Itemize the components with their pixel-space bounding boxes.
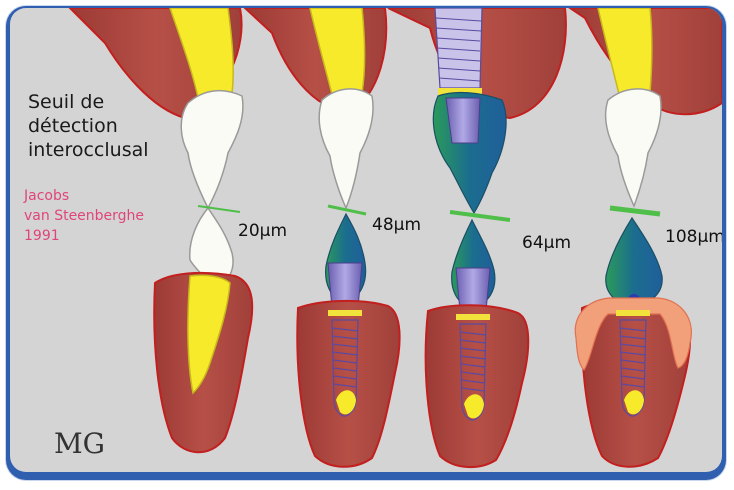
- lower-gum-4: [575, 298, 691, 467]
- measurement-20: 20µm: [238, 221, 287, 241]
- image-frame: Seuil de détection interocclusal Jacobs …: [6, 6, 726, 480]
- occlusal-line-3: [450, 212, 510, 220]
- measurement-64: 64µm: [522, 233, 571, 253]
- lower-implant-crown-2: [326, 214, 366, 308]
- measurement-48: 48µm: [372, 215, 421, 235]
- lower-gum-3: [426, 305, 529, 467]
- tooth-implant-diagram: Seuil de détection interocclusal Jacobs …: [10, 8, 722, 472]
- citation-line-2: van Steenberghe: [24, 208, 144, 224]
- upper-natural-tooth-4: [598, 8, 661, 206]
- citation-line-1: Jacobs: [23, 188, 69, 204]
- upper-natural-tooth-2: [310, 8, 373, 208]
- lower-gum-2: [297, 301, 399, 467]
- diagram-canvas: Seuil de détection interocclusal Jacobs …: [10, 8, 722, 472]
- lower-gum-1: [154, 273, 252, 452]
- title-line-3: interocclusal: [28, 139, 149, 161]
- occlusal-line-4: [610, 208, 660, 214]
- mg-logo: MG: [54, 427, 105, 460]
- lower-implant-crown-4: [606, 218, 662, 306]
- title-line-1: Seuil de: [28, 91, 104, 113]
- title-line-2: détection: [28, 115, 118, 137]
- lower-implant-crown-3: [452, 220, 495, 311]
- citation-line-3: 1991: [24, 228, 60, 244]
- occlusal-line-1: [198, 206, 240, 212]
- measurement-108: 108µm: [665, 227, 722, 247]
